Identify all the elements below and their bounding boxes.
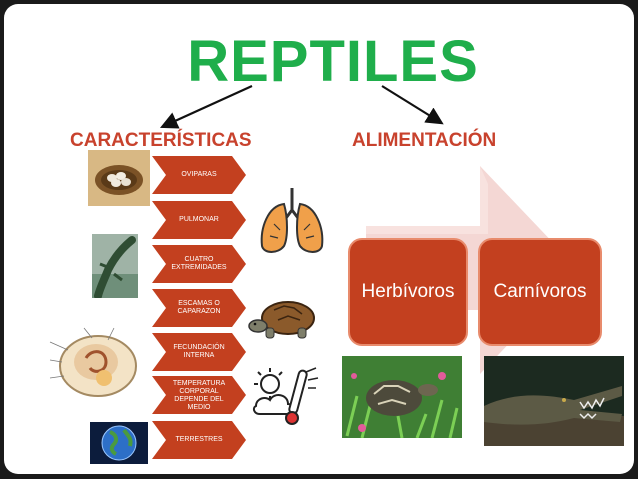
arrow-left bbox=[159, 84, 253, 129]
chevron-6 bbox=[152, 376, 246, 414]
turtle-icon bbox=[248, 296, 324, 342]
lungs-icon bbox=[256, 184, 328, 256]
weather-thermometer-icon bbox=[250, 362, 324, 428]
earth-globe-image bbox=[90, 422, 148, 464]
title-arrows bbox=[159, 84, 444, 129]
crocodile-photo bbox=[484, 356, 624, 446]
page-title: REPTILES bbox=[187, 29, 479, 94]
chevron-5 bbox=[152, 333, 246, 371]
embryo-diagram-image bbox=[44, 322, 146, 408]
chevron-label-7: TERRESTRES bbox=[175, 436, 223, 443]
chevron-label-2: PULMONAR bbox=[179, 216, 219, 223]
chevron-4 bbox=[152, 289, 246, 327]
chevron-2 bbox=[152, 201, 246, 239]
characteristics-heading: CARACTERÍSTICAS bbox=[70, 130, 252, 151]
herbivores-box: Herbívoros bbox=[348, 238, 468, 346]
nest-eggs-image bbox=[88, 150, 150, 206]
characteristics-chevrons bbox=[152, 156, 246, 459]
lizard-image bbox=[92, 234, 138, 298]
slide: REPTILES CARACTERÍSTICAS ALIMENTACIÓN OV… bbox=[4, 4, 634, 474]
feeding-heading: ALIMENTACIÓN bbox=[352, 130, 497, 151]
chevron-7 bbox=[152, 421, 246, 459]
arrow-right bbox=[381, 85, 444, 125]
carnivores-box: Carnívoros bbox=[478, 238, 602, 346]
chevron-label-1: OVIPARAS bbox=[181, 171, 217, 178]
chevron-1 bbox=[152, 156, 246, 194]
tortoise-photo bbox=[342, 356, 462, 438]
chevron-3 bbox=[152, 245, 246, 283]
